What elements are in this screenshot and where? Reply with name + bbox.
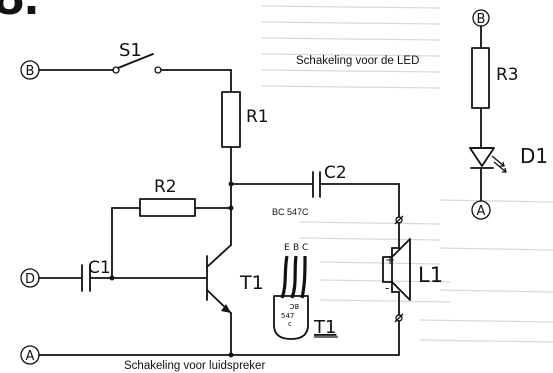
package-text-2: 547 bbox=[281, 312, 294, 320]
reverse-page-bleed bbox=[261, 5, 553, 343]
speaker-circuit-caption: Schakeling voor luidspreker bbox=[124, 360, 265, 372]
led-d1-label: D1 bbox=[520, 144, 548, 168]
speaker-l1-label: L1 bbox=[418, 263, 443, 287]
transistor-package-detail: BC 547C E B C BC 547 c T1 bbox=[272, 207, 338, 340]
led-circuit: B R3 D1 A Schakeling voor de LED bbox=[296, 9, 548, 220]
pin-b-label: B bbox=[293, 243, 299, 253]
resistor-r2 bbox=[139, 198, 196, 217]
led-circuit-caption: Schakeling voor de LED bbox=[296, 55, 419, 67]
transistor-package-body bbox=[273, 295, 309, 340]
pin-b-lead bbox=[290, 255, 298, 299]
speaker-minus-label: - bbox=[385, 281, 389, 295]
package-text-3: c bbox=[288, 320, 292, 328]
resistor-r1-label: R1 bbox=[246, 107, 269, 127]
pin-e-label: E bbox=[284, 243, 290, 253]
transistor-t1-icon bbox=[206, 244, 232, 314]
pin-c-lead bbox=[300, 255, 307, 299]
package-text-1: BC bbox=[289, 302, 299, 310]
resistor-r3-label: R3 bbox=[496, 65, 519, 85]
led-node-a bbox=[471, 200, 491, 220]
pin-e-lead bbox=[280, 255, 289, 299]
resistor-r1 bbox=[221, 91, 241, 148]
led-node-a-label: A bbox=[477, 204, 486, 219]
switch-s1-contact-left bbox=[112, 66, 120, 74]
transistor-detail-label: T1 bbox=[313, 317, 336, 338]
speaker-circuit: B S1 R1 C2 + - L1 bbox=[20, 40, 443, 372]
heading-fragment: 8. bbox=[0, 0, 39, 26]
speaker-l1-cone bbox=[391, 238, 411, 301]
resistor-r3 bbox=[471, 47, 490, 109]
pin-c-label: C bbox=[302, 243, 308, 253]
node-d-label: D bbox=[25, 272, 35, 287]
node-a-label: A bbox=[26, 349, 35, 364]
transistor-type-label: BC 547C bbox=[272, 207, 309, 217]
switch-s1-label: S1 bbox=[119, 40, 142, 61]
led-node-b-label: B bbox=[477, 12, 486, 27]
capacitor-c2-label: C2 bbox=[324, 163, 347, 183]
led-d1-icon bbox=[469, 147, 507, 173]
capacitor-c1-label: C1 bbox=[88, 258, 111, 278]
node-b-label: B bbox=[26, 64, 35, 79]
switch-s1-icon bbox=[117, 53, 154, 69]
transistor-t1-label: T1 bbox=[239, 272, 264, 294]
speaker-plus-label: + bbox=[385, 253, 395, 267]
resistor-r2-label: R2 bbox=[154, 177, 177, 197]
speaker-l1-icon bbox=[382, 256, 393, 283]
